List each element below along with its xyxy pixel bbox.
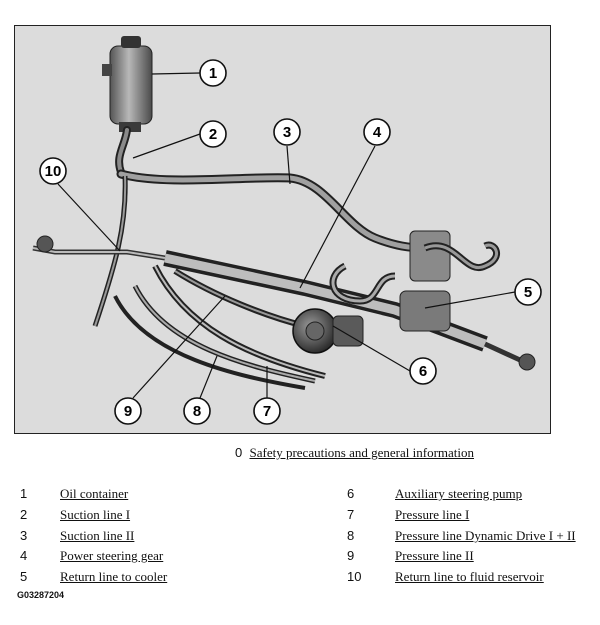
reference-line: 0 Safety precautions and general informa… (235, 445, 474, 461)
svg-text:10: 10 (45, 163, 62, 180)
svg-text:4: 4 (373, 124, 382, 141)
callout-8: 8 (183, 397, 211, 425)
oil-container-shape (102, 36, 153, 132)
legend-number: 6 (347, 486, 355, 501)
callout-10: 10 (39, 157, 67, 185)
legend-label-pressure-line-dynamic-drive[interactable]: Pressure line Dynamic Drive I + II (395, 528, 576, 543)
svg-text:7: 7 (263, 403, 271, 420)
return-line-cooler-shape (329, 241, 500, 305)
legend-number: 9 (347, 548, 355, 563)
auxiliary-pump-shape (292, 308, 364, 354)
callout-4: 4 (363, 118, 391, 146)
tie-rod-left-shape (32, 235, 166, 261)
legend-number: 7 (347, 507, 355, 522)
callout-7: 7 (253, 397, 281, 425)
svg-text:1: 1 (209, 65, 217, 82)
legend-label-auxiliary-steering-pump[interactable]: Auxiliary steering pump (395, 486, 523, 501)
legend-number: 10 (347, 569, 362, 584)
legend-label-return-line-cooler[interactable]: Return line to cooler (60, 569, 168, 584)
suction-lines-shape (115, 126, 430, 253)
legend-number: 1 (20, 486, 28, 501)
svg-text:3: 3 (283, 124, 291, 141)
svg-text:6: 6 (419, 363, 427, 380)
diagram-figure: 1 2 3 4 5 6 7 (14, 25, 551, 434)
callout-5: 5 (514, 278, 542, 306)
legend-label-pressure-line-1[interactable]: Pressure line I (395, 507, 470, 522)
legend-number: 4 (20, 548, 28, 563)
svg-text:2: 2 (209, 126, 217, 143)
svg-text:8: 8 (193, 403, 201, 420)
svg-text:9: 9 (124, 403, 132, 420)
legend-label-suction-line-2[interactable]: Suction line II (60, 528, 135, 543)
legend-label-suction-line-1[interactable]: Suction line I (60, 507, 131, 522)
pressure-lines-shape (113, 264, 326, 390)
legend-number: 8 (347, 528, 355, 543)
safety-precautions-link[interactable]: Safety precautions and general informati… (249, 445, 475, 460)
image-id-label: G03287204 (17, 590, 65, 600)
reference-code: 0 (235, 445, 243, 460)
callout-6: 6 (409, 357, 437, 385)
return-line-reservoir-shape (92, 175, 128, 327)
callout-1: 1 (199, 59, 227, 87)
callout-2: 2 (199, 120, 227, 148)
legend-number: 5 (20, 569, 28, 584)
legend-label-return-line-reservoir[interactable]: Return line to fluid reservoir (395, 569, 544, 584)
legend-label-oil-container[interactable]: Oil container (60, 486, 129, 501)
legend-number: 3 (20, 528, 28, 543)
callout-3: 3 (273, 118, 301, 146)
callout-leaders (57, 72, 516, 399)
callout-9: 9 (114, 397, 142, 425)
callout-circles: 1 2 3 4 5 6 7 (39, 59, 542, 425)
svg-text:5: 5 (524, 284, 532, 301)
legend-label-power-steering-gear[interactable]: Power steering gear (60, 548, 164, 563)
legend-label-pressure-line-2[interactable]: Pressure line II (395, 548, 474, 563)
legend-number: 2 (20, 507, 28, 522)
steering-system-illustration: 1 2 3 4 5 6 7 (32, 36, 542, 425)
